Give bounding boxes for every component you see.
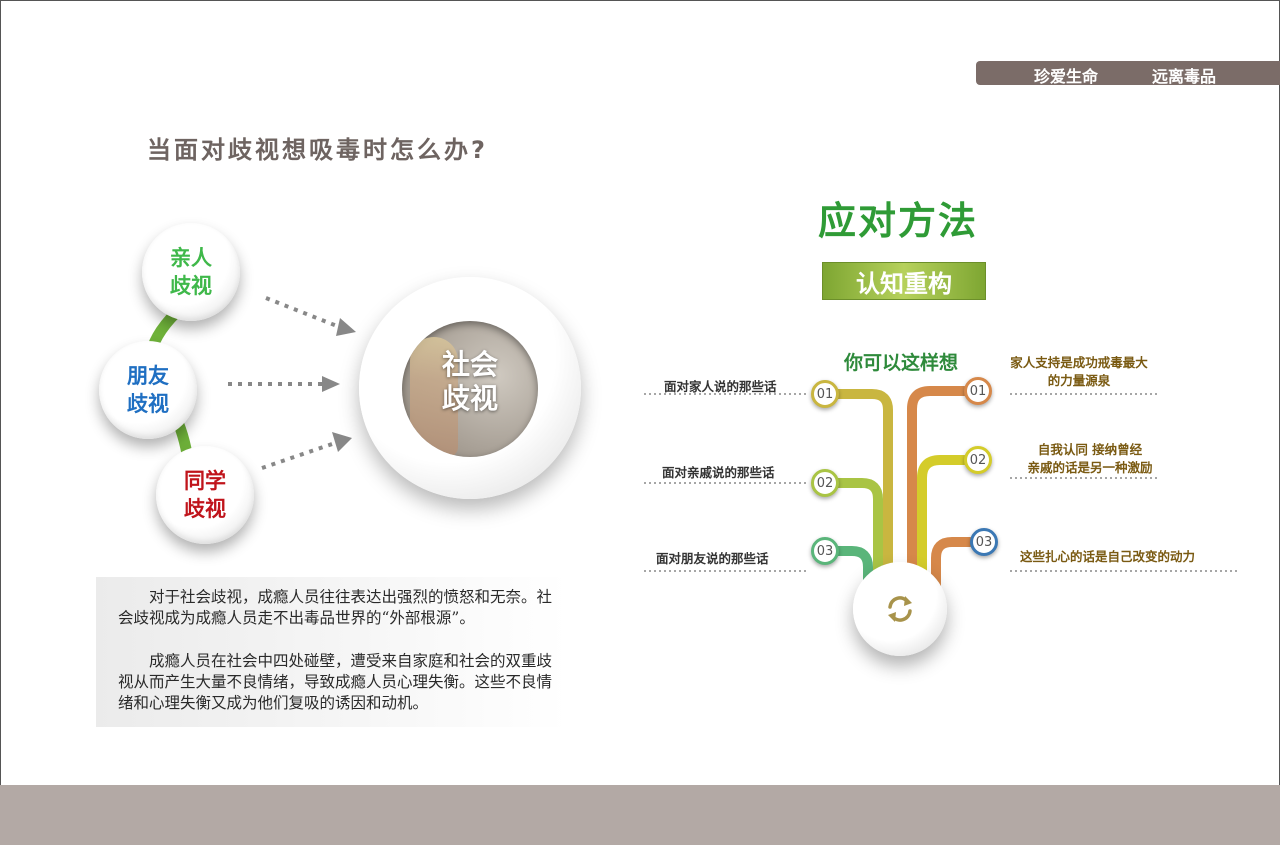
- method-title: 应对方法: [818, 199, 979, 243]
- node-right-02: 02: [964, 446, 992, 474]
- node-right-01: 01: [964, 377, 992, 405]
- banner-tag-1: 珍爱生命: [1034, 67, 1099, 86]
- discrimination-photo: [402, 321, 538, 457]
- right-item-label: 这些扎心的话是自己改变的动力: [1020, 549, 1196, 564]
- photo-figure: [410, 337, 458, 457]
- cognitive-restructuring-box: 认知重构: [822, 262, 986, 300]
- paragraph-2: 成瘾人员在社会中四处碰壁，遭受来自家庭和社会的双重歧视从而产生大量不良情绪，导致…: [118, 652, 553, 712]
- node-left-02: 02: [811, 469, 839, 497]
- node-left-03: 03: [811, 537, 839, 565]
- node-number: 03: [816, 543, 834, 559]
- branch-lines: [644, 386, 1238, 597]
- bubble-label: 亲人 歧视: [170, 246, 212, 298]
- node-number: 02: [816, 475, 834, 491]
- arrow-icon: [228, 376, 340, 392]
- social-discrimination-label: 社会 歧视: [441, 348, 498, 415]
- right-item-label: 自我认同 接纳曾经 亲戚的话是另一种激励: [1027, 442, 1153, 475]
- refresh-icon: [888, 596, 912, 622]
- arrow-icon: [265, 296, 356, 336]
- bubble-label: 朋友 歧视: [127, 364, 169, 416]
- think-title: 你可以这样想: [844, 352, 959, 374]
- left-item-label: 面对家人说的那些话: [664, 379, 777, 394]
- cognitive-restructuring-label: 认知重构: [856, 269, 952, 298]
- node-number: 03: [975, 534, 993, 550]
- node-number: 02: [969, 452, 987, 468]
- banner-tag-2: 远离毒品: [1152, 67, 1217, 86]
- bubble-friend-discrimination: 朋友 歧视: [99, 341, 197, 439]
- node-number: 01: [816, 386, 834, 402]
- text-panel: [96, 577, 568, 727]
- node-left-01: 01: [811, 380, 839, 408]
- left-item-label: 面对亲戚说的那些话: [662, 465, 775, 480]
- top-banner: 珍爱生命 远离毒品: [976, 61, 1280, 86]
- bubble-label: 同学 歧视: [184, 469, 226, 521]
- node-right-03: 03: [970, 528, 998, 556]
- bubble-family-discrimination: 亲人 歧视: [142, 223, 240, 321]
- refresh-knob: [853, 562, 947, 656]
- arrow-icon: [261, 432, 352, 470]
- right-item-label: 家人支持是成功戒毒最大 的力量源泉: [1010, 355, 1148, 388]
- footer-band: [0, 785, 1280, 845]
- page-title: 当面对歧视想吸毒时怎么办?: [147, 136, 488, 164]
- left-item-label: 面对朋友说的那些话: [656, 551, 769, 566]
- bubble-classmate-discrimination: 同学 歧视: [156, 446, 254, 544]
- node-number: 01: [969, 383, 987, 399]
- paragraph-1: 对于社会歧视，成瘾人员往往表达出强烈的愤怒和无奈。社会歧视成为成瘾人员走不出毒品…: [118, 588, 553, 627]
